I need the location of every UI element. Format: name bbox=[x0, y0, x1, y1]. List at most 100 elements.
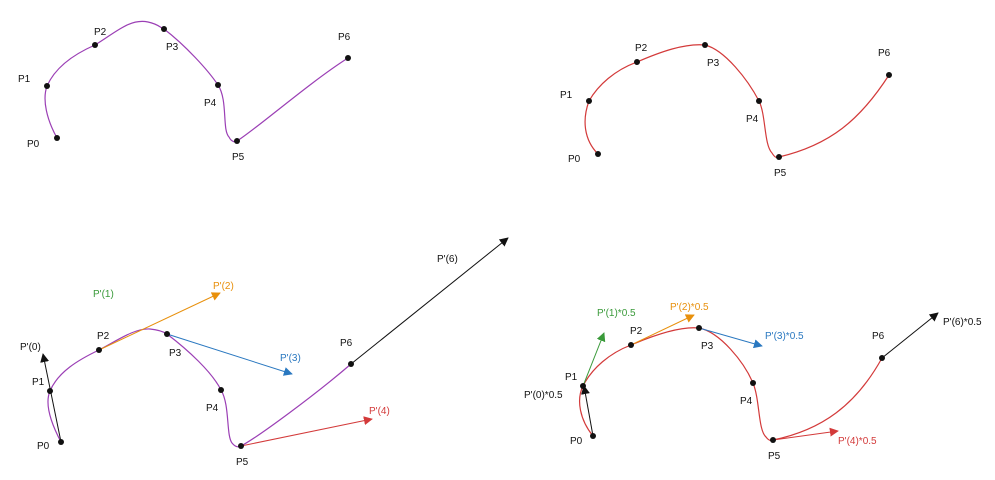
point-p6 bbox=[886, 72, 892, 78]
label-vector-p6: P'(6)*0.5 bbox=[943, 317, 982, 328]
point-p4 bbox=[750, 380, 756, 386]
tangent-vectors bbox=[40, 237, 509, 447]
label-p5: P5 bbox=[232, 152, 245, 163]
label-p1: P1 bbox=[565, 372, 578, 383]
label-p2: P2 bbox=[630, 326, 643, 337]
point-p1 bbox=[44, 83, 50, 89]
label-p2: P2 bbox=[94, 27, 107, 38]
label-p0: P0 bbox=[570, 436, 583, 447]
point-p0 bbox=[595, 151, 601, 157]
label-p3: P3 bbox=[707, 58, 720, 69]
point-p6 bbox=[879, 355, 885, 361]
vector-p6-derivative bbox=[350, 237, 509, 365]
vector-labels: P'(0) P'(1) P'(2) P'(3) P'(4) P'(6) bbox=[20, 254, 458, 417]
label-p0: P0 bbox=[37, 441, 50, 452]
point-p2 bbox=[634, 59, 640, 65]
label-p5: P5 bbox=[768, 451, 781, 462]
label-p3: P3 bbox=[169, 348, 182, 359]
point-p2 bbox=[96, 347, 102, 353]
point-p4 bbox=[756, 98, 762, 104]
label-vector-p4: P'(4) bbox=[369, 406, 390, 417]
point-p5 bbox=[238, 443, 244, 449]
point-labels: P0 P1 P2 P3 P4 P5 P6 bbox=[560, 43, 891, 179]
spline-curve bbox=[584, 44, 890, 159]
point-p6 bbox=[348, 361, 354, 367]
vector-p5-derivative-scaled bbox=[772, 427, 839, 441]
point-p6 bbox=[345, 55, 351, 61]
spline-curve bbox=[579, 327, 883, 442]
vector-p2-derivative bbox=[98, 292, 221, 351]
label-p4: P4 bbox=[204, 98, 217, 109]
point-p0 bbox=[54, 135, 60, 141]
point-p4 bbox=[218, 387, 224, 393]
label-vector-p3: P'(3) bbox=[280, 353, 301, 364]
panel-top-left: P0 P1 P2 P3 P4 P5 P6 bbox=[18, 20, 351, 163]
point-p1 bbox=[580, 383, 586, 389]
point-p3 bbox=[161, 26, 167, 32]
label-p1: P1 bbox=[18, 74, 31, 85]
label-vector-p6: P'(6) bbox=[437, 254, 458, 265]
label-p6: P6 bbox=[878, 48, 891, 59]
control-points bbox=[47, 331, 354, 449]
point-p5 bbox=[776, 154, 782, 160]
label-p5: P5 bbox=[774, 168, 787, 179]
spline-curve bbox=[44, 20, 349, 143]
label-vector-p3: P'(3)*0.5 bbox=[765, 331, 804, 342]
label-p2: P2 bbox=[97, 331, 110, 342]
label-p4: P4 bbox=[206, 403, 219, 414]
point-p5 bbox=[234, 138, 240, 144]
point-labels: P0 P1 P2 P3 P4 P5 P6 bbox=[32, 331, 353, 468]
point-p4 bbox=[215, 82, 221, 88]
point-p3 bbox=[696, 325, 702, 331]
control-points bbox=[586, 42, 892, 160]
point-p1 bbox=[586, 98, 592, 104]
point-p3 bbox=[164, 331, 170, 337]
point-p5 bbox=[770, 437, 776, 443]
vector-p6-derivative-scaled bbox=[881, 312, 939, 359]
label-vector-p1: P'(1) bbox=[93, 289, 114, 300]
vector-p0-derivative bbox=[40, 353, 62, 443]
spline-curve bbox=[47, 328, 352, 448]
control-points bbox=[44, 26, 351, 144]
label-p3: P3 bbox=[166, 42, 179, 53]
label-p0: P0 bbox=[27, 139, 40, 150]
label-p1: P1 bbox=[32, 377, 45, 388]
point-p0 bbox=[590, 433, 596, 439]
label-p3: P3 bbox=[701, 341, 714, 352]
point-p3 bbox=[702, 42, 708, 48]
label-p5: P5 bbox=[236, 457, 249, 468]
label-p2: P2 bbox=[635, 43, 648, 54]
label-p4: P4 bbox=[740, 396, 753, 407]
label-p1: P1 bbox=[560, 90, 573, 101]
label-vector-p0: P'(0)*0.5 bbox=[524, 390, 563, 401]
vector-p3-derivative-scaled bbox=[698, 327, 763, 349]
point-p2 bbox=[628, 342, 634, 348]
label-p0: P0 bbox=[568, 154, 581, 165]
label-vector-p4: P'(4)*0.5 bbox=[838, 436, 877, 447]
label-p4: P4 bbox=[746, 114, 759, 125]
label-vector-p2: P'(2) bbox=[213, 281, 234, 292]
vector-labels: P'(0)*0.5 P'(1)*0.5 P'(2)*0.5 P'(3)*0.5 … bbox=[524, 302, 982, 447]
vector-p0-derivative-scaled bbox=[581, 385, 594, 437]
label-vector-p0: P'(0) bbox=[20, 342, 41, 353]
vector-p3-derivative bbox=[166, 333, 293, 376]
label-p6: P6 bbox=[338, 32, 351, 43]
point-p1 bbox=[47, 388, 53, 394]
panel-top-right: P0 P1 P2 P3 P4 P5 P6 bbox=[560, 42, 892, 179]
vector-p5-derivative bbox=[240, 416, 373, 447]
point-labels: P0 P1 P2 P3 P4 P5 P6 bbox=[565, 326, 885, 462]
label-p6: P6 bbox=[872, 331, 885, 342]
point-p2 bbox=[92, 42, 98, 48]
label-p6: P6 bbox=[340, 338, 353, 349]
control-points bbox=[580, 325, 885, 443]
label-vector-p1: P'(1)*0.5 bbox=[597, 308, 636, 319]
tangent-vectors bbox=[581, 312, 939, 441]
vector-p2-derivative-scaled bbox=[630, 314, 695, 346]
point-labels: P0 P1 P2 P3 P4 P5 P6 bbox=[18, 27, 351, 163]
panel-bottom-right: P0 P1 P2 P3 P4 P5 P6 P'(0)*0.5 P'(1)*0.5… bbox=[524, 302, 982, 462]
point-p0 bbox=[58, 439, 64, 445]
panel-bottom-left: P0 P1 P2 P3 P4 P5 P6 P'(0) P'(1) P'(2) P… bbox=[20, 237, 509, 468]
label-vector-p2: P'(2)*0.5 bbox=[670, 302, 709, 313]
vector-p1-derivative-scaled bbox=[582, 332, 606, 387]
